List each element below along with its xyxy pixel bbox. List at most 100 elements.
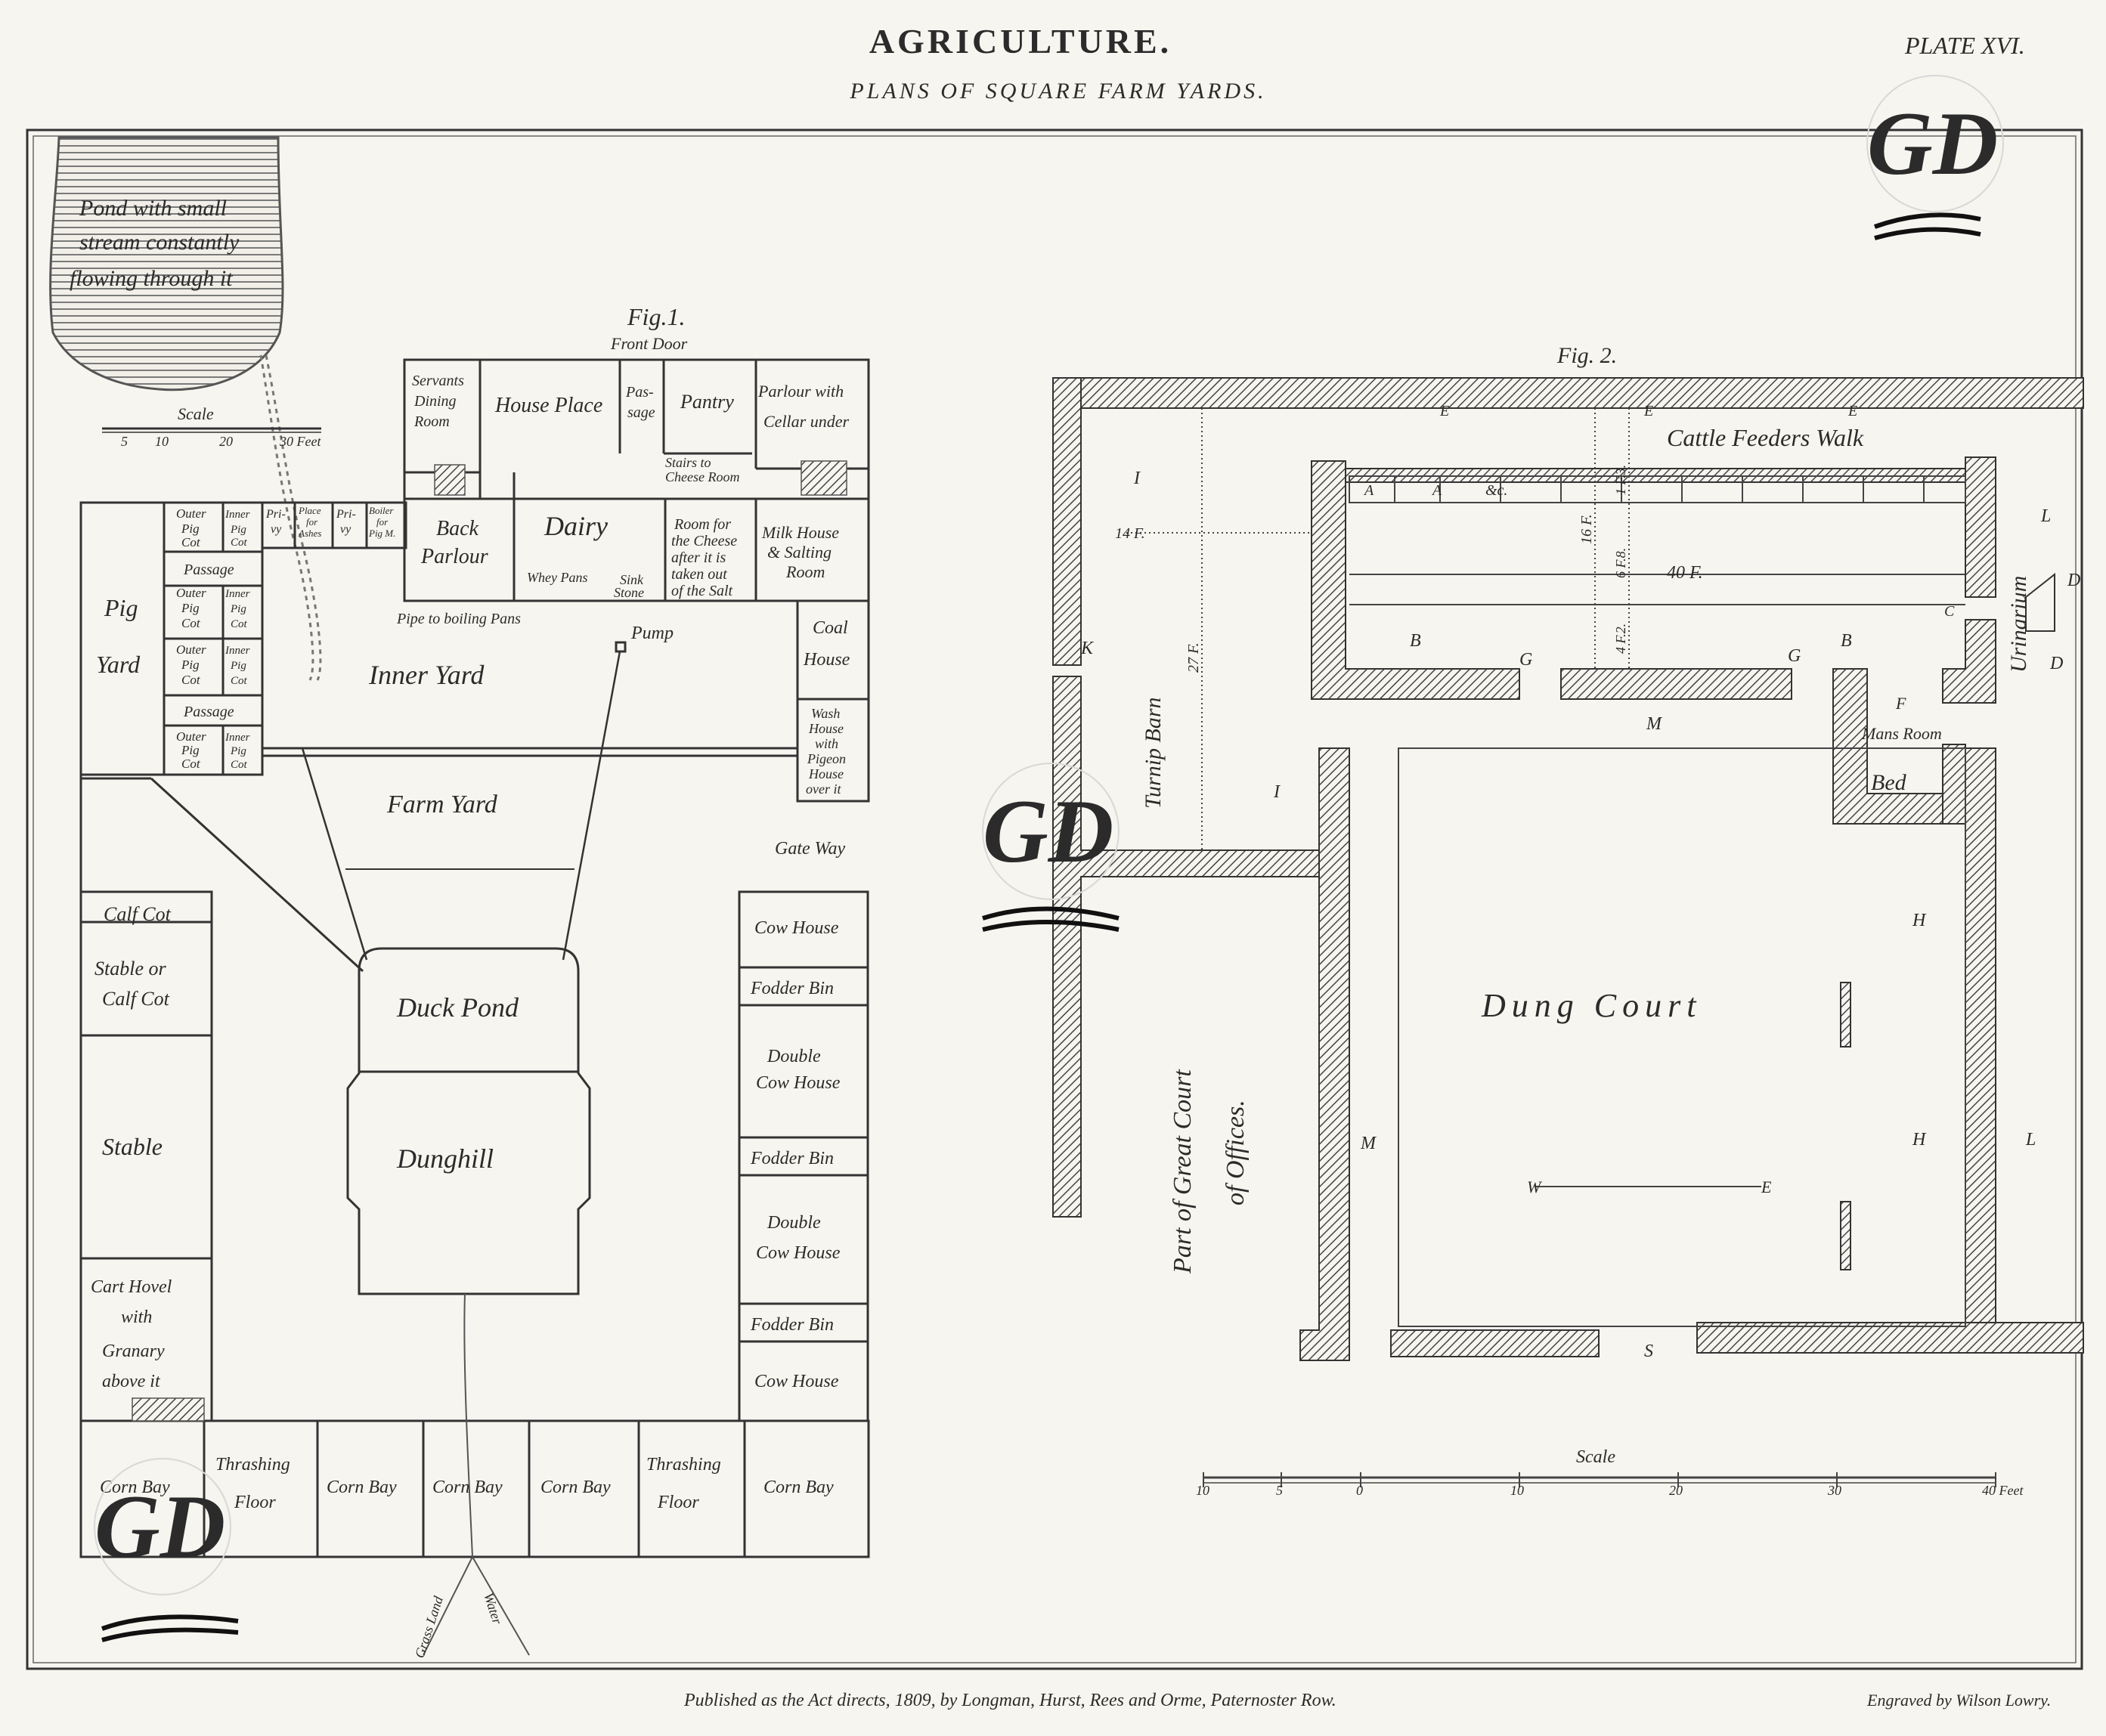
cheese-room-label: the Cheese [671,533,737,549]
letter-e: E [1847,403,1857,419]
coal-house-label: Coal [813,618,848,638]
fig1-title: Fig.1. [627,303,685,330]
letter-h: H [1912,1130,1927,1150]
front-door-label: Front Door [610,334,688,353]
corn-bay-label: Corn Bay [327,1478,397,1497]
bed-label: Bed [1871,770,1907,795]
fig1-labels: Fig.1. Front Door Pond with small stream… [70,196,850,1660]
boiler-label: Pig M. [368,528,395,539]
stable-calf-label: Stable or [94,958,166,979]
fig2-plan [1052,377,2084,1361]
fig2-labels: Fig. 2. Cattle Feeders Walk A A &c. E E … [1080,343,2080,1498]
letter-g: G [1519,650,1532,670]
letter-w: W [1527,1177,1542,1196]
outer-pig-cot-label: Outer [176,729,206,744]
stable-calf-label: Calf Cot [102,988,170,1010]
letter-d: D [2067,571,2080,590]
plate-number: PLATE XVI. [1905,32,2025,59]
cart-hovel-label: Cart Hovel [91,1277,172,1297]
servants-room-label: Dining [413,393,457,410]
inner-pig-cot-label: Inner [225,732,250,744]
stairs-label: Stairs to [665,455,711,470]
pipe-label: Pipe to boiling Pans [396,611,521,627]
thrashing-floor-label: Thrashing [646,1455,721,1475]
calf-cot-label: Calf Cot [104,903,172,925]
outer-pig-cot-label: Pig [181,521,200,536]
servants-room-label: Room [413,413,450,430]
thrashing-floor-label: Floor [234,1493,276,1512]
dairy-label: Dairy [544,511,608,541]
duck-pond [346,947,591,1295]
water-label: Water [481,1591,505,1626]
inner-pig-cot-label: Inner [225,645,250,657]
great-court-label: Part of Great Court [1169,1069,1197,1274]
plate-border-inner [33,135,2077,1663]
watermark-top-right: GD [1866,75,2004,240]
corn-bay-label: Corn Bay [540,1478,611,1497]
letter-i: I [1133,469,1141,488]
house-block [403,358,870,602]
fodder-bin-label: Fodder Bin [750,979,834,998]
privy-label: Pri- [265,508,286,521]
cow-house-label: Cow House [754,1372,839,1391]
outer-pig-cot-label: Pig [181,601,200,615]
inner-pig-cot-label: Inner [225,509,250,521]
scale-1-tick: 10 [155,434,169,449]
letter-c: C [1944,603,1955,620]
outer-pig-cot-label: Outer [176,586,206,600]
dim-6f8: 6 F.8. [1613,548,1628,578]
cow-house-label: Cow House [754,918,839,938]
watermark-text: GD [983,781,1113,881]
letter-e: E [1761,1177,1772,1196]
stairs-label: Cheese Room [665,469,739,484]
boiler-label: for [376,516,389,528]
cart-hovel-label: Granary [102,1341,165,1361]
scale-1-label: Scale [178,404,214,423]
pig-yard-label: Yard [96,651,141,678]
wash-house-label: Wash [811,706,840,721]
milk-house-label: Room [785,562,825,581]
fodder-bin-label: Fodder Bin [750,1149,834,1168]
dim-1f3: 1 F.3. [1613,465,1628,495]
double-cow-house-label: Cow House [756,1073,841,1093]
stable-label: Stable [102,1133,163,1160]
mans-room-label: Mans Room [1861,724,1942,743]
cheese-room-label: after it is [671,549,726,566]
watermark-text: GD [94,1476,225,1577]
pig-yard-label: Pig [104,594,138,621]
fig2-title: Fig. 2. [1556,343,1617,368]
pantry-label: Pantry [680,391,734,413]
coal-house-label: House [803,650,850,670]
ashes-label: for [306,516,318,528]
scale-2-tick: 0 [1356,1483,1363,1498]
passage-label: Passage [183,562,234,578]
plate-border [26,128,2083,1670]
farm-yard-label: Farm Yard [386,791,498,818]
wash-house-label: with [815,736,838,751]
scale-2-tick: 20 [1669,1483,1683,1498]
inner-pig-cot-label: Pig [230,603,246,615]
pond-label-1: Pond with small [79,196,227,221]
dim-16: 16 F. [1578,514,1595,544]
stall-label: &c. [1485,482,1507,499]
scale-2-tick: 10 [1510,1483,1524,1498]
thrashing-floor-label: Thrashing [215,1455,290,1475]
inner-pig-cot-label: Cot [231,618,248,630]
wash-house-label: Pigeon [807,751,846,766]
inner-pig-cot-label: Cot [231,675,248,687]
ashes-label: Place [298,505,321,516]
fodder-bin-label: Fodder Bin [750,1315,834,1335]
gate-way-label: Gate Way [775,839,845,859]
scale-2-tick: 30 [1827,1483,1841,1498]
outer-pig-cot-label: Pig [181,658,200,672]
stream-2 [265,354,322,681]
back-parlour-label: Back [436,517,479,540]
scale-2-label: Scale [1576,1447,1615,1467]
letter-s: S [1644,1341,1653,1361]
whey-pans-label: Whey Pans [527,570,587,585]
cart-hovel-label: above it [102,1372,161,1391]
inner-pig-cot-label: Cot [231,759,248,771]
letter-h: H [1912,911,1927,930]
double-cow-house-label: Double [767,1213,821,1233]
inner-pig-cot-label: Pig [230,745,246,757]
